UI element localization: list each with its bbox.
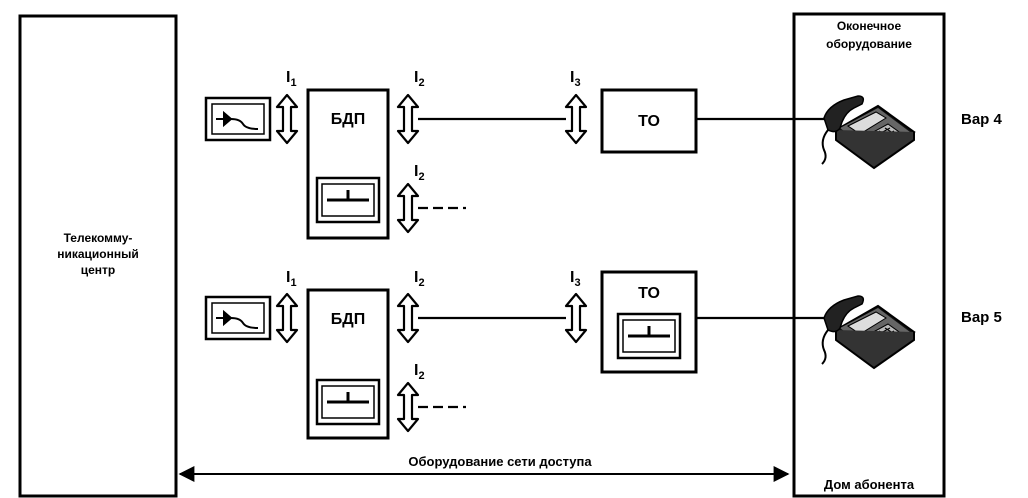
interface-arrow-i3 [564, 292, 588, 344]
telecom-center-box [18, 14, 178, 498]
label-backdrop [374, 452, 626, 470]
subscriber-home-box [792, 12, 946, 498]
modem-icon [204, 96, 272, 142]
to-label: ТО [638, 285, 660, 302]
interface-arrow-i1 [275, 93, 299, 145]
interface-label-i2: I2 [414, 269, 425, 289]
interface-label-i2: I2 [414, 69, 425, 89]
interface-arrow-i2 [396, 93, 420, 145]
bdp-label: БДП [331, 311, 365, 328]
interface-label-i2-branch: I2 [414, 362, 425, 382]
center-label-line-2: никационный [57, 247, 139, 261]
interface-label-i2-branch: I2 [414, 163, 425, 183]
interface-label-i1: I1 [286, 269, 297, 289]
modem-icon [204, 295, 272, 341]
subscriber-home-label: Дом абонента [824, 477, 915, 492]
interface-arrow-i1 [275, 292, 299, 344]
interface-arrow-i2 [396, 292, 420, 344]
center-label-line-1: Телекомму- [64, 231, 133, 245]
to-label: ТО [638, 113, 660, 130]
variant-label: Вар 5 [961, 309, 1002, 326]
center-label-line-3: центр [81, 263, 116, 277]
terminal-label-line-1: Оконечное [837, 19, 902, 33]
interface-arrow-i2-branch [396, 381, 420, 433]
to-box [600, 88, 698, 154]
bdp-processing-block [315, 378, 381, 426]
interface-label-i3: I3 [570, 269, 581, 289]
interface-label-i1: I1 [286, 69, 297, 89]
to-processing-block [616, 312, 682, 360]
bdp-label: БДП [331, 111, 365, 128]
terminal-label-line-2: оборудование [826, 37, 912, 51]
bdp-processing-block [315, 176, 381, 224]
interface-arrow-i2-branch [396, 182, 420, 234]
variant-label: Вар 4 [961, 111, 1003, 128]
access-equipment-label: Оборудование сети доступа [408, 454, 592, 469]
interface-label-i3: I3 [570, 69, 581, 89]
interface-arrow-i3 [564, 93, 588, 145]
